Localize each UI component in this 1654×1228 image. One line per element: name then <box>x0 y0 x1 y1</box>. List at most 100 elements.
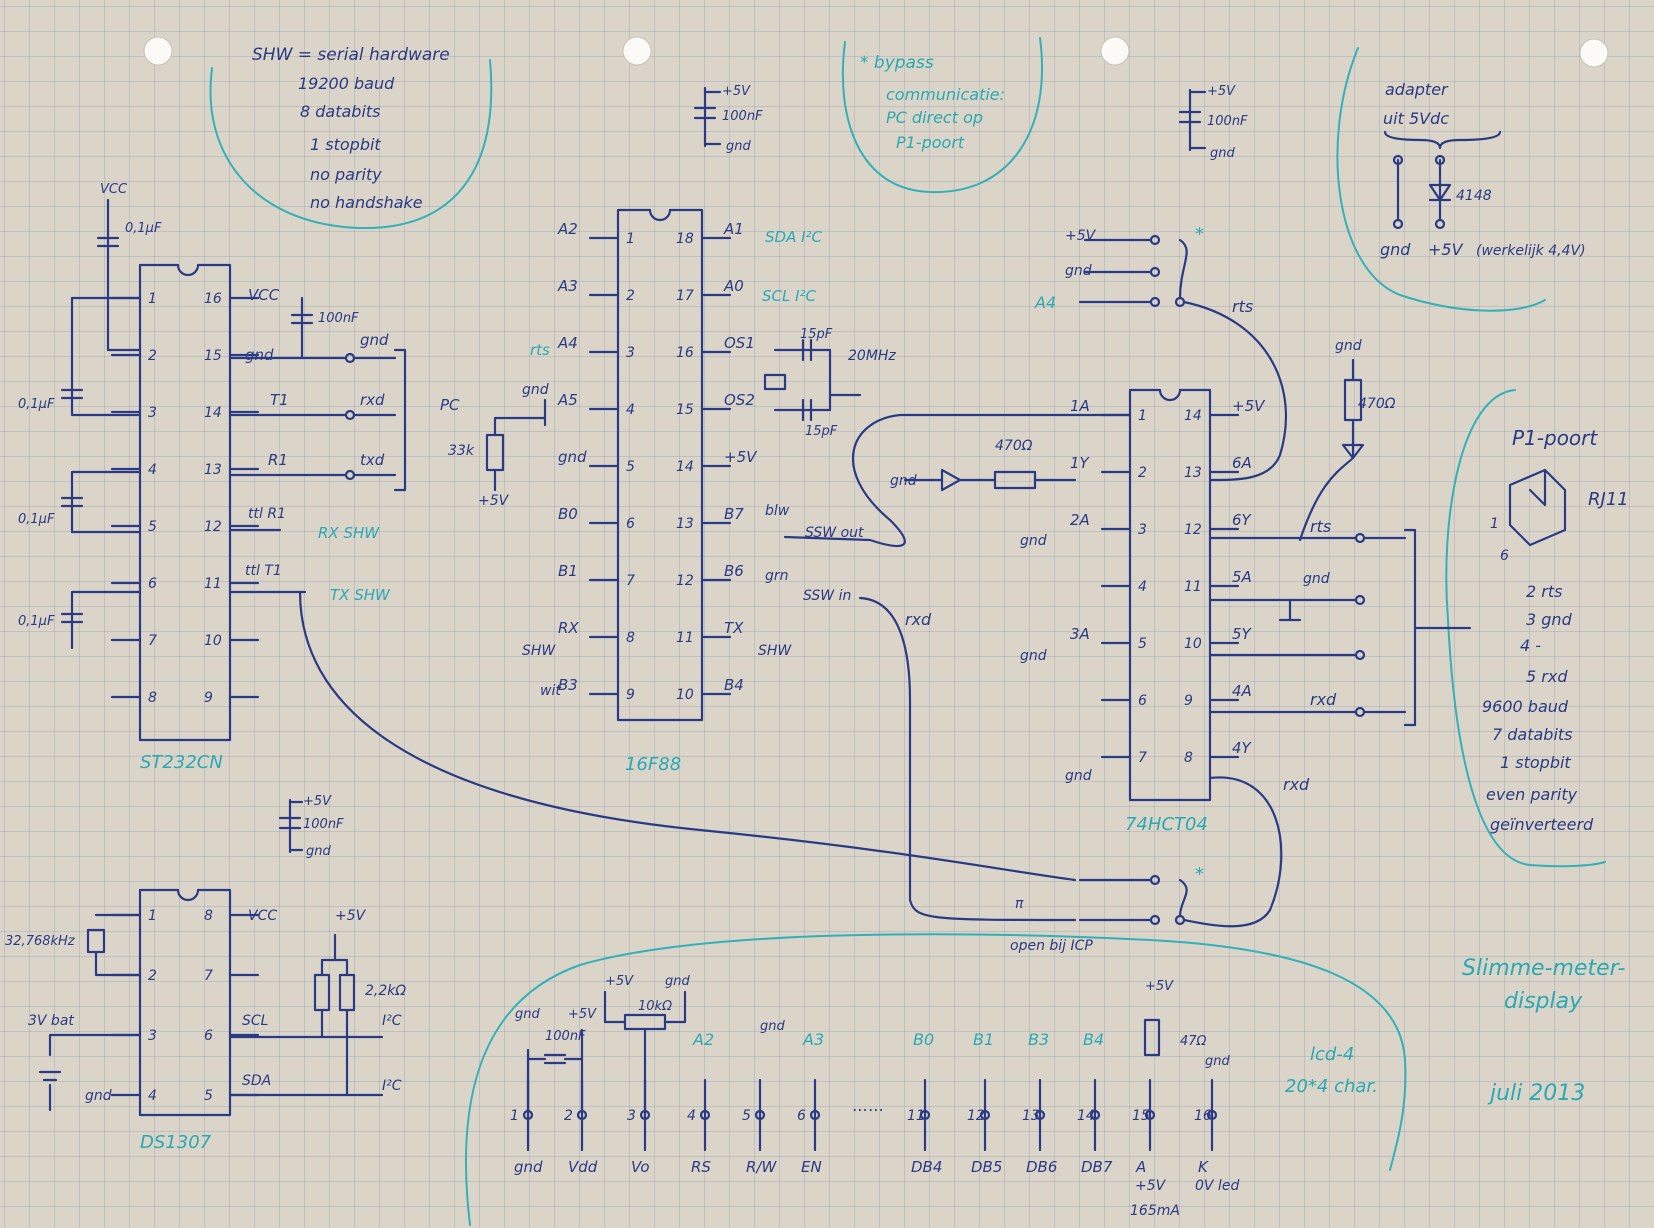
pic-grn: grn <box>765 568 789 584</box>
pic-pin-number: 9 <box>626 687 635 703</box>
lcd-ellipsis: ⋯⋯ <box>852 1100 884 1119</box>
lcd-top-label: B0 <box>913 1030 934 1049</box>
ds-r: 2,2kΩ <box>365 983 406 999</box>
hct-pin-number: 9 <box>1184 693 1193 709</box>
lcd-pin-label: RS <box>691 1158 711 1176</box>
rj11-label: RJ11 <box>1588 489 1629 510</box>
jumper-link <box>1178 878 1188 918</box>
ds-i2c1: I²C <box>382 1013 402 1029</box>
hct-pin-number: 6 <box>1138 693 1147 709</box>
lcd-pin-number: 12 <box>967 1108 985 1124</box>
hct-rxd: rxd <box>905 610 932 629</box>
lcd-pin-label: A <box>1135 1158 1146 1176</box>
hct-gnd8: gnd <box>1065 263 1092 279</box>
pic-pin-number: 16 <box>676 345 694 361</box>
ds-i2c-wires <box>228 933 384 1097</box>
pic-pin-number: 6 <box>626 516 635 532</box>
lcd-pin-label: EN <box>801 1158 822 1176</box>
lcd-pin-terminal <box>754 1109 766 1121</box>
note-bubble-bypass <box>841 37 1043 194</box>
pic-pin-number: 17 <box>676 288 694 304</box>
pic-shw2: SHW <box>758 643 792 659</box>
decoupling-cap-pic: +5V 100nF gnd <box>693 84 763 154</box>
pic-pin-number: 12 <box>676 573 694 589</box>
pic-pin-label: B0 <box>558 505 578 523</box>
st232-gnd2: gnd <box>360 331 389 349</box>
decoupling-gnd: gnd <box>1210 146 1235 161</box>
hct-pin-label: 4Y <box>1232 739 1253 757</box>
ds-gnd: gnd <box>85 1088 112 1104</box>
ic-74hct04: 74HCT04 11A21Y32A453A6714+5V136A126Y115A… <box>298 224 1472 954</box>
lcd-pin-label: R/W <box>746 1158 777 1176</box>
lcd-pin-number: 1 <box>510 1108 519 1124</box>
hct-gnd: gnd <box>890 473 917 489</box>
lcd-top-label: A3 <box>802 1030 824 1049</box>
pic-pin-number: 1 <box>626 231 635 247</box>
potentiometer <box>623 1013 667 1031</box>
lcd-gnd3: gnd <box>760 1019 785 1034</box>
decoupling-plus: +5V <box>1207 84 1236 99</box>
st232-100nf: 100nF <box>318 311 359 326</box>
adapter-terminal <box>1434 154 1446 166</box>
hct-pin-number: 3 <box>1138 522 1147 538</box>
wire-sswin-switch <box>858 596 1077 922</box>
pic-pin-number: 4 <box>626 402 635 418</box>
decoupling-value: 100nF <box>1207 114 1248 129</box>
note-bubble-p1 <box>1445 389 1606 868</box>
adapter-subtitle: uit 5Vdc <box>1383 109 1449 128</box>
st232-pin-number: 8 <box>148 690 157 706</box>
st232-wire <box>106 198 142 352</box>
lcd-pin-number: 11 <box>907 1108 925 1124</box>
adapter-plus5v: +5V <box>1428 240 1464 259</box>
pic-pin-label: B3 <box>558 676 578 694</box>
ds1307-pin-number: 8 <box>204 908 213 924</box>
st232-pin-number: 15 <box>204 348 222 364</box>
ic-74hct04-body <box>1128 388 1212 802</box>
pic-wit: wit <box>540 683 561 699</box>
lcd-name-1: lcd-4 <box>1310 1044 1354 1065</box>
ic-16f88: 16F88 1A22A33A44A55gnd6B07B18RX9B318A117… <box>448 208 896 775</box>
resistor-33k <box>485 433 505 472</box>
ds-xtal: 32,768kHz <box>5 934 76 949</box>
hct-open: open bij ICP <box>1010 938 1093 954</box>
ic-st232-name: ST232CN <box>140 752 223 773</box>
adapter-note: (werkelijk 4,4V) <box>1476 243 1586 259</box>
p1-inverted: geïnverteerd <box>1490 815 1594 834</box>
lcd-47r: 47Ω <box>1180 1034 1207 1049</box>
adapter-title: adapter <box>1385 80 1449 99</box>
ic-ds1307-body <box>138 888 232 1117</box>
ic-ds1307-name: DS1307 <box>140 1132 212 1153</box>
lcd-top-label: A2 <box>692 1030 714 1049</box>
title-line-2: display <box>1504 989 1583 1014</box>
wire-1a-sswout <box>783 413 1132 548</box>
hct-pin-label: 5A <box>1232 568 1252 586</box>
resistor-470 <box>993 470 1037 490</box>
ds-scl: SCL <box>242 1013 268 1029</box>
lcd-pin-number: 13 <box>1022 1108 1040 1124</box>
p1-stopbit: 1 stopbit <box>1500 753 1571 772</box>
hct-pin-label: 4A <box>1232 682 1252 700</box>
st232-wire <box>70 470 142 534</box>
rj11-pin6: 6 <box>1500 548 1509 564</box>
note-serial-6: no handshake <box>310 193 423 212</box>
hct-star2: * <box>1195 864 1204 885</box>
lcd-pin-number: 5 <box>742 1108 751 1124</box>
adapter-terminal <box>1392 218 1404 230</box>
hct-pin-number: 2 <box>1138 465 1147 481</box>
pic-pin-number: 10 <box>676 687 694 703</box>
pic-xtal: 20MHz <box>848 348 896 364</box>
title-line-1: Slimme-meter- <box>1462 956 1625 981</box>
ds-bat: 3V bat <box>28 1013 74 1029</box>
st232-r1: R1 <box>268 451 288 469</box>
ds1307-pin-number: 7 <box>204 968 213 984</box>
st232-wire <box>70 590 142 650</box>
hct-right-wires <box>1208 536 1357 714</box>
st232-pc: PC <box>440 396 460 414</box>
st232-rx-shw: RX SHW <box>318 524 380 542</box>
lcd-pin-label: gnd <box>514 1158 543 1176</box>
pic-5v: +5V <box>478 493 510 509</box>
pic-c15a: 15pF <box>800 327 833 342</box>
